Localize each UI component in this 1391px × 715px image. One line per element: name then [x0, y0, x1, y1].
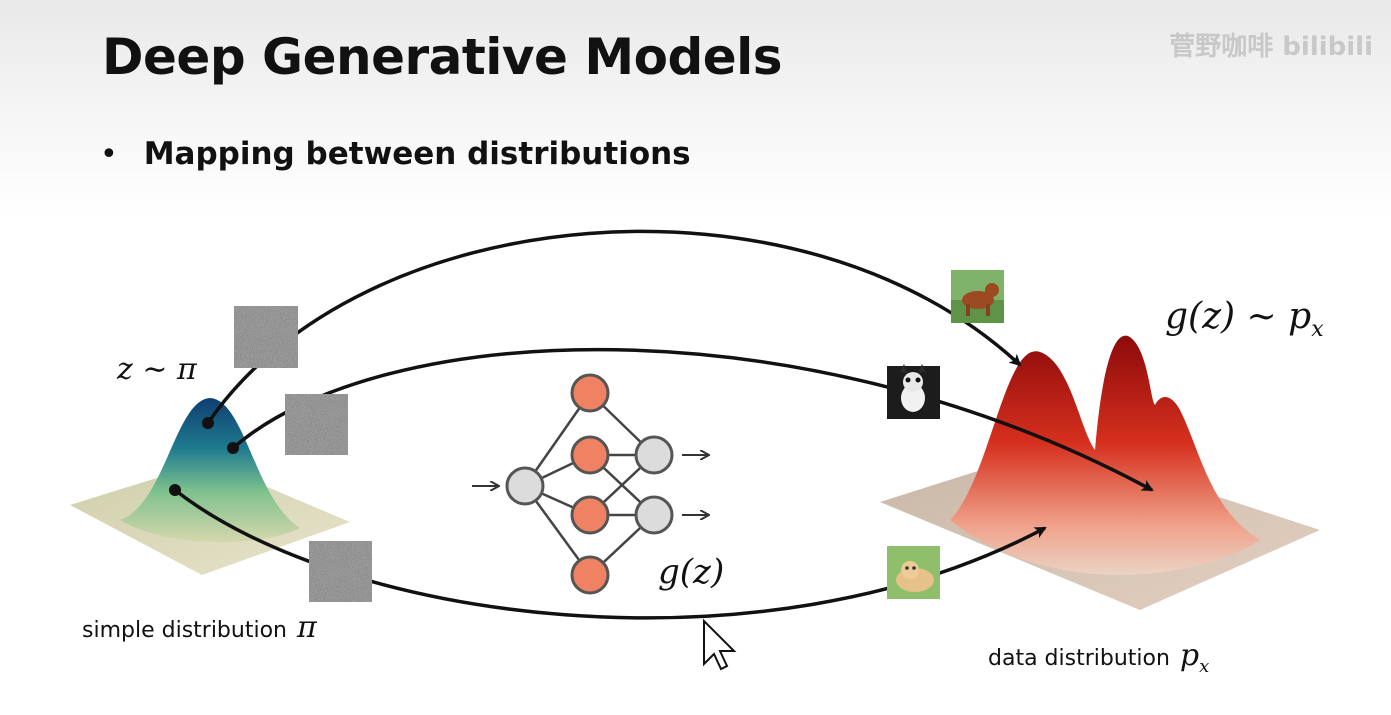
output-neuron	[634, 435, 674, 475]
data-distribution-surface	[880, 335, 1320, 610]
data-caption-text: data distribution	[988, 646, 1170, 671]
dog-photo-icon	[887, 364, 940, 419]
hidden-neuron	[570, 435, 610, 475]
neural-network	[472, 373, 708, 595]
input-neuron	[505, 466, 545, 506]
hidden-neuron	[570, 373, 610, 413]
simple-distribution-caption: simple distribution π	[82, 610, 317, 645]
bullet-point: • Mapping between distributions	[100, 136, 691, 172]
latent-sample-dot	[169, 484, 181, 496]
simple-caption-text: simple distribution	[82, 618, 287, 643]
simple-caption-symbol: π	[296, 610, 317, 645]
hidden-neuron	[570, 555, 610, 595]
slide-title: Deep Generative Models	[102, 28, 783, 86]
bullet-text: Mapping between distributions	[143, 136, 691, 172]
bullet-dot: •	[100, 136, 118, 172]
dog-photo-icon	[951, 270, 1004, 323]
dog-photo-icon	[887, 546, 940, 599]
data-distribution-caption: data distribution px	[988, 638, 1209, 677]
noise-image-icon	[234, 306, 298, 368]
data-caption-symbol-main: p	[1179, 638, 1200, 673]
output-label: g(z) ∼ px	[1165, 296, 1324, 342]
output-label-sub: x	[1311, 317, 1324, 343]
latent-label: z ∼ π	[117, 352, 197, 387]
latent-sample-dot	[227, 442, 239, 454]
data-caption-symbol: px	[1179, 638, 1209, 677]
output-neuron	[634, 495, 674, 535]
latent-sample-dot	[202, 417, 214, 429]
generator-label: g(z)	[658, 552, 725, 592]
simple-distribution-surface	[70, 398, 350, 575]
cursor-icon	[703, 618, 737, 671]
hidden-neuron	[570, 495, 610, 535]
watermark: 菅野咖啡 bilibili	[1169, 32, 1373, 62]
noise-image-icon	[285, 394, 348, 455]
output-label-main: g(z) ∼ p	[1165, 296, 1312, 337]
data-caption-symbol-sub: x	[1199, 656, 1210, 677]
noise-image-icon	[309, 541, 372, 602]
